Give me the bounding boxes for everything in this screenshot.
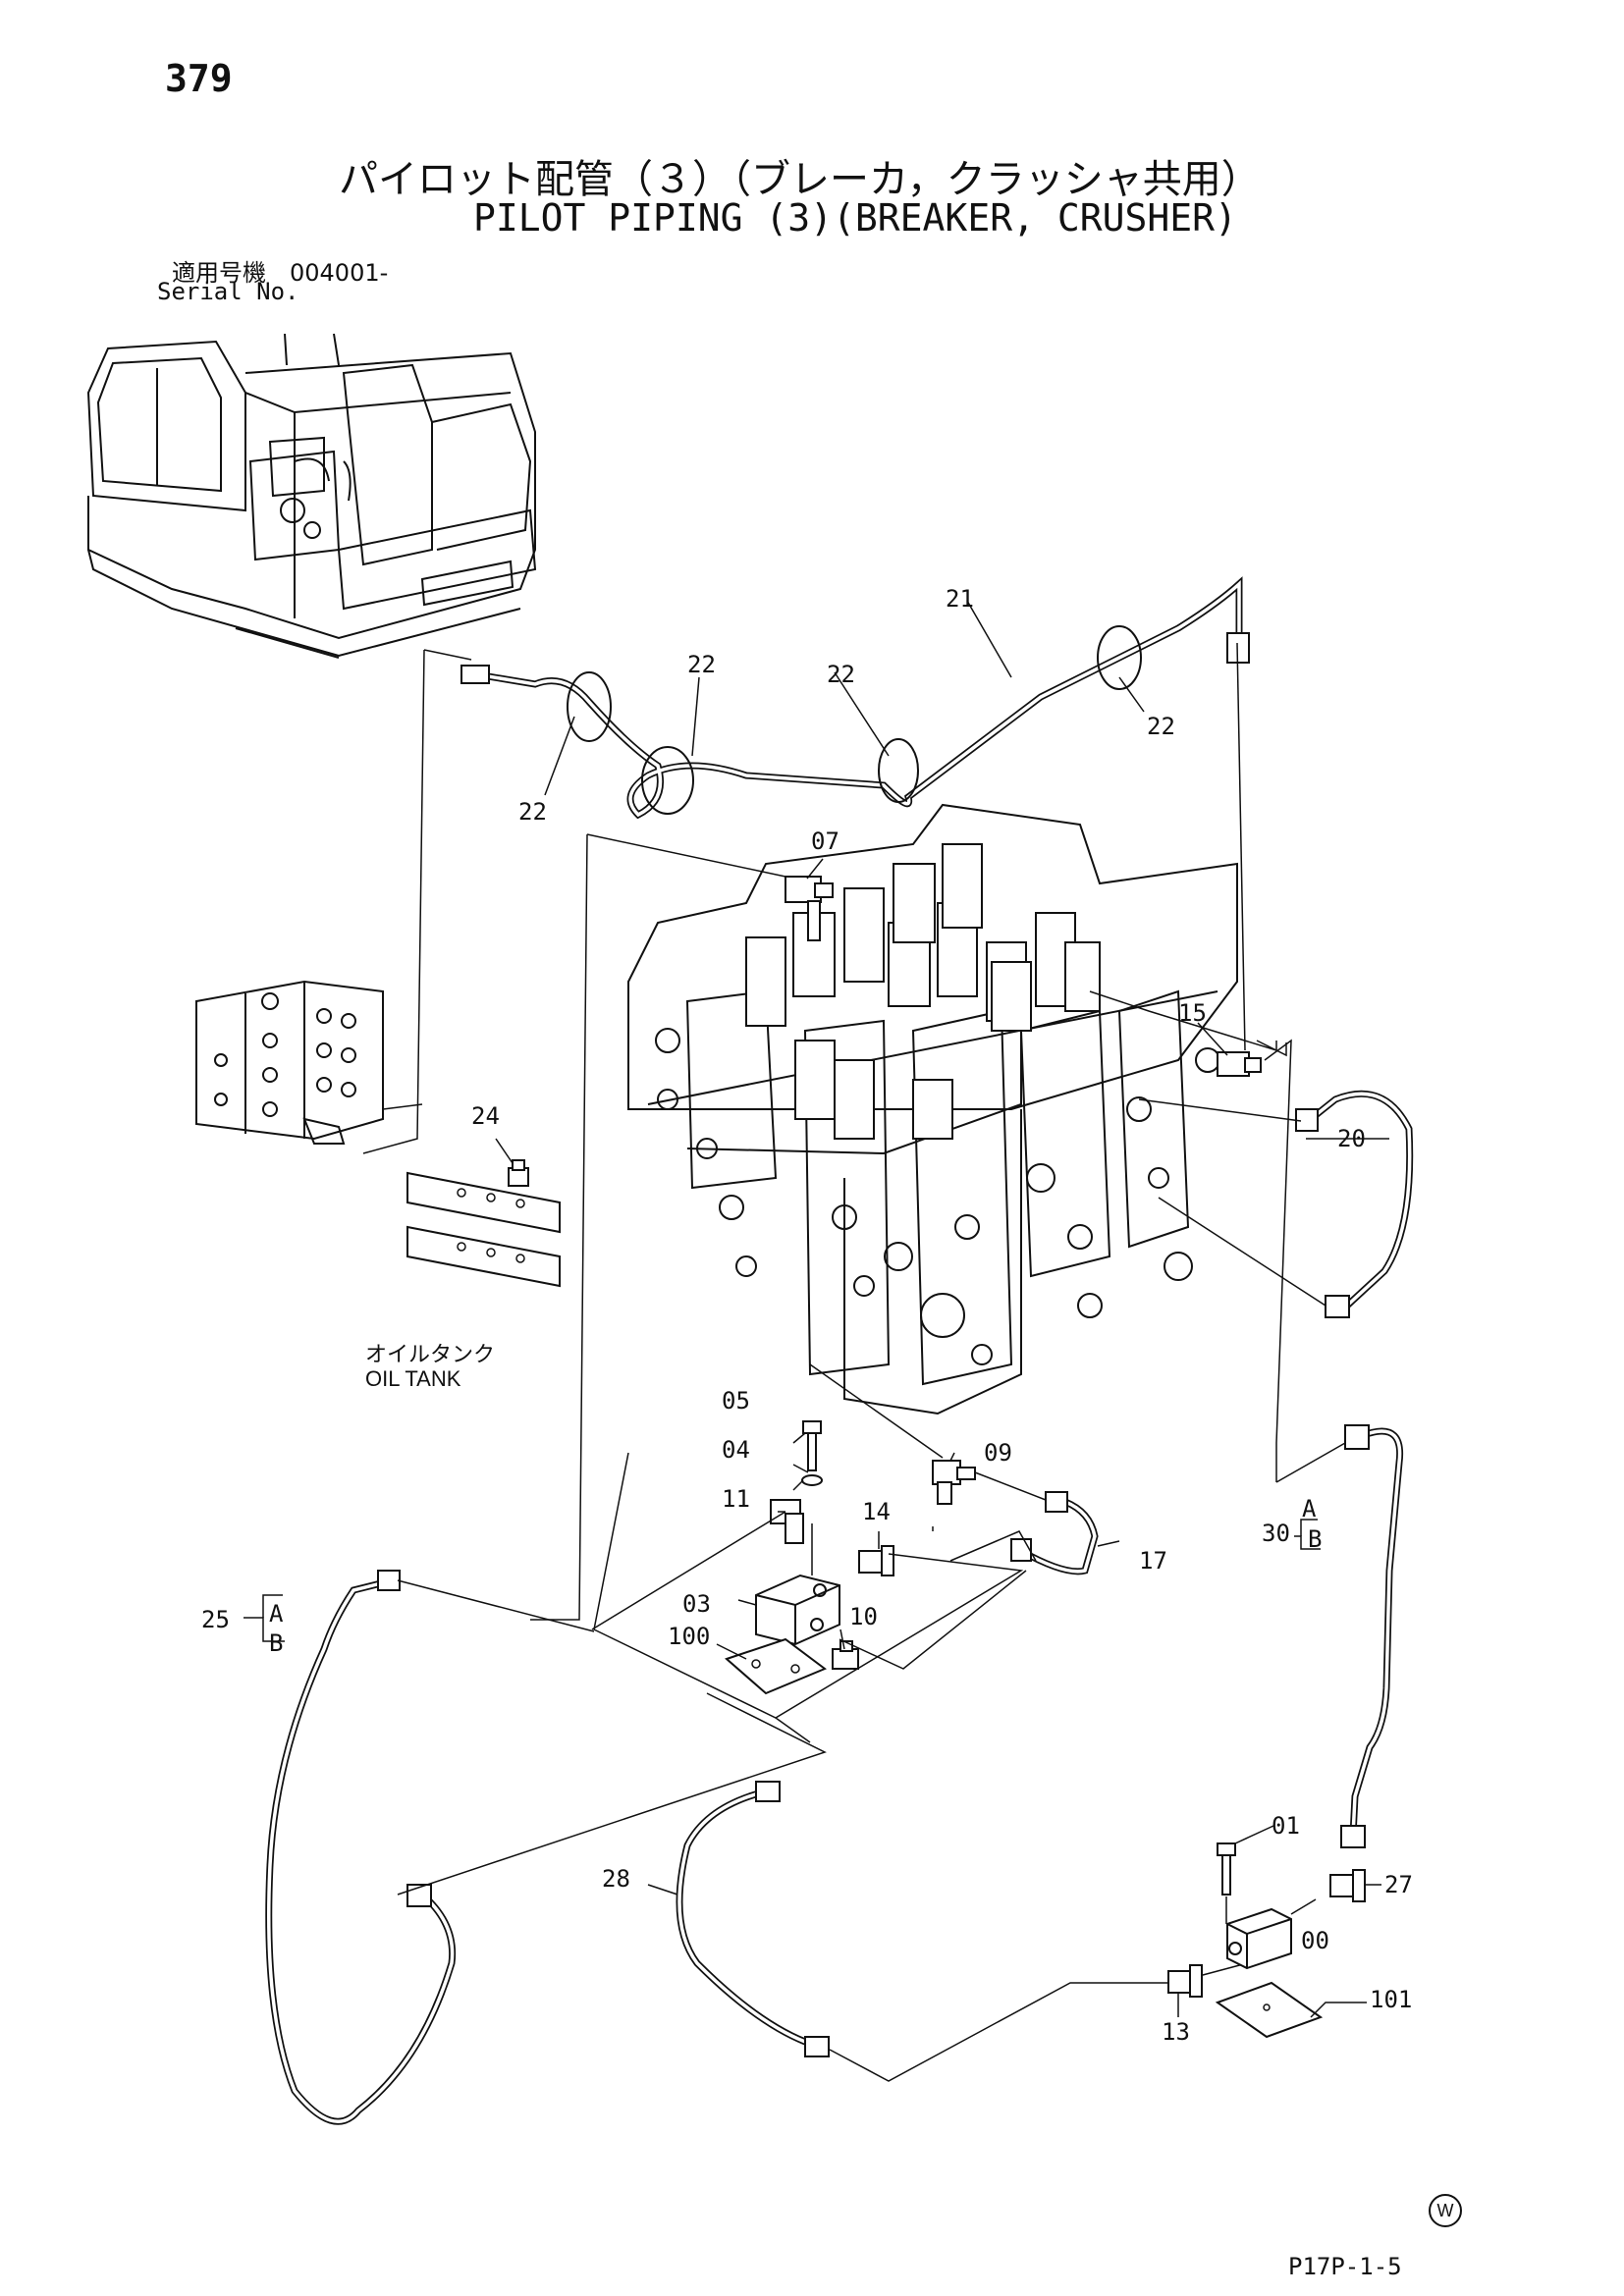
excavator-overview-drawing [86,333,537,659]
pilot-hose-20 [1295,1090,1414,1318]
fitting-07 [785,876,834,941]
control-valve-drawing [627,803,1238,1415]
pilot-hose-28 [676,1781,830,2057]
callout-27: 27 [1384,1871,1413,1898]
pilot-hose-21 [460,576,1250,820]
callout-22-d: 22 [518,798,547,826]
callout-100: 100 [668,1623,710,1650]
fitting-11 [770,1499,804,1544]
serial-label-japanese: 適用号機 004001- [172,259,389,287]
callout-24: 24 [471,1102,500,1130]
oil-tank-label-japanese: オイルタンク [365,1343,496,1367]
callout-28: 28 [602,1865,630,1893]
callout-30-a: A [1302,1495,1317,1522]
bolt-01 [1217,1842,1236,1896]
oil-tank-label-english: OIL TANK [365,1366,461,1391]
solenoid-valve-block-drawing [195,980,384,1145]
title-english: PILOT PIPING (3)(BREAKER, CRUSHER) [473,196,1237,240]
drawing-code: P17P-1-5 [1288,2253,1402,2280]
callout-101: 101 [1370,1986,1412,2013]
callout-30: 30 [1262,1520,1290,1547]
callout-11: 11 [722,1485,750,1513]
oil-tank-plates [406,1171,561,1288]
serial-label-english: Serial No. [157,278,299,305]
callout-25: 25 [201,1606,230,1633]
plate-100 [725,1637,827,1695]
block-00 [1226,1907,1292,1970]
callout-07: 07 [811,828,839,855]
fitting-10 [832,1640,859,1670]
callout-15: 15 [1178,999,1207,1027]
fitting-15 [1217,1051,1262,1077]
callout-22-c: 22 [1147,713,1175,740]
callout-00: 00 [1301,1927,1329,1954]
callout-17: 17 [1139,1547,1167,1575]
callout-01: 01 [1272,1812,1300,1840]
fitting-13 [1167,1964,1203,1998]
callout-22-b: 22 [827,661,855,688]
plug-24 [508,1159,529,1187]
pilot-hose-25 [265,1570,457,2125]
callout-14: 14 [862,1498,891,1525]
callout-22-a: 22 [687,651,716,678]
pilot-hose-30 [1340,1424,1404,1848]
callout-04: 04 [722,1436,750,1464]
w-circle-mark: W [1429,2194,1462,2227]
callout-25-b: B [269,1629,283,1657]
fitting-09 [932,1460,976,1505]
callout-20: 20 [1337,1125,1366,1152]
bolt-05 [802,1420,822,1471]
page-number: 379 [165,57,233,100]
callout-05: 05 [722,1387,750,1415]
washer-04 [801,1474,823,1486]
callout-03: 03 [682,1590,711,1618]
callout-10: 10 [849,1603,878,1630]
callout-09: 09 [984,1439,1012,1467]
title-japanese: パイロット配管（３）（ブレーカ，クラッシャ共用） [339,157,1261,202]
pilot-hose-17 [1010,1491,1099,1575]
fitting-14 [858,1545,894,1576]
plate-101 [1215,1981,1324,2039]
block-03 [755,1574,840,1646]
callout-21: 21 [946,585,974,613]
callout-30-b: B [1308,1525,1322,1553]
callout-13: 13 [1162,2018,1190,2046]
fitting-27 [1329,1869,1366,1902]
callout-25-a: A [269,1600,284,1628]
